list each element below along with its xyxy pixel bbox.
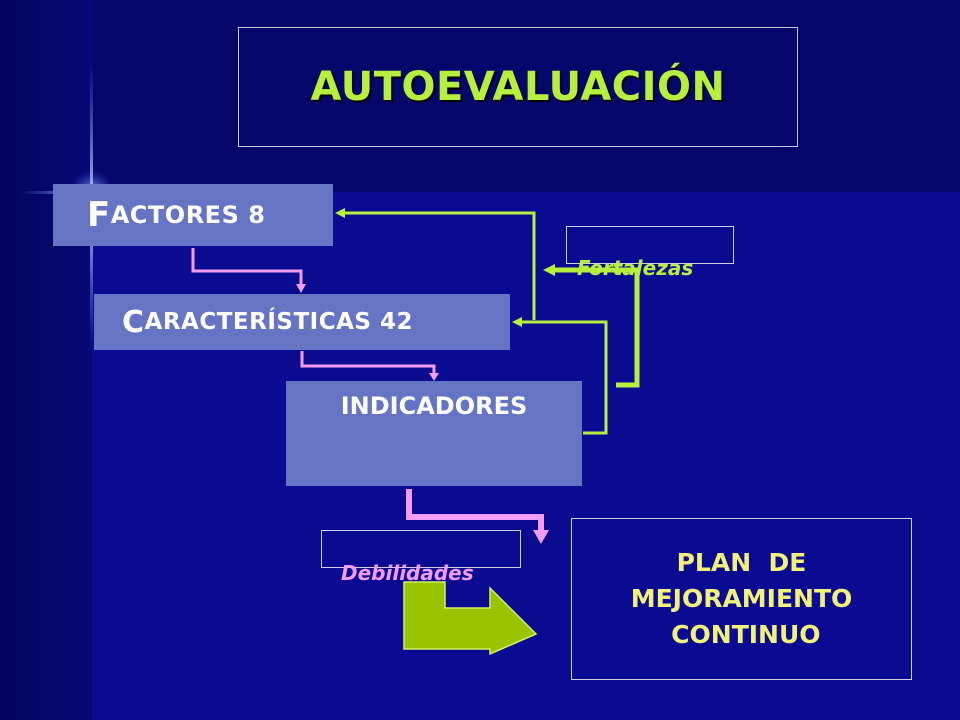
caracteristicas-label: ARACTERÍSTICAS 42 [144, 309, 413, 335]
title-box: AUTOEVALUACIÓN [238, 27, 798, 147]
indicadores-node: INDICADORES [286, 381, 582, 486]
fortalezas-box [566, 226, 734, 264]
big-arrow-to-plan [403, 581, 538, 656]
caracteristicas-initial: C [122, 304, 145, 340]
debilidades-label: Debilidades [341, 561, 474, 585]
arrow-caracteristicas-to-indicadores-head [429, 373, 439, 381]
fortalezas-label: Fortalezas [577, 256, 694, 280]
arrow-fortalezas-loop [555, 267, 640, 388]
arrow-feedback-to-caracteristicas-head [512, 317, 522, 327]
indicadores-label: INDICADORES [340, 392, 528, 420]
plan-de-mejoramiento-box: PLAN DE MEJORAMIENTO CONTINUO [571, 518, 912, 680]
debilidades-box [321, 530, 521, 568]
arrow-factores-to-caracteristicas [191, 248, 303, 284]
plan-line-2: MEJORAMIENTO [630, 584, 853, 613]
plan-line-1: PLAN DE [676, 548, 807, 577]
arrow-indicadores-to-debilidades-head [533, 530, 549, 544]
factores-label: ACTORES 8 [110, 201, 266, 229]
arrow-feedback-to-caracteristicas [522, 320, 608, 435]
background-top-band [92, 0, 960, 192]
plan-line-3: CONTINUO [662, 620, 821, 649]
background-left-band [0, 0, 92, 720]
page-title: AUTOEVALUACIÓN [310, 64, 726, 110]
arrow-indicadores-to-debilidades [406, 489, 544, 530]
arrow-feedback-to-factores [345, 211, 536, 320]
arrow-caracteristicas-to-indicadores [300, 351, 436, 373]
arrow-fortalezas-loop-head [543, 264, 555, 276]
factores-initial: F [87, 195, 111, 235]
arrow-feedback-to-factores-head [335, 208, 345, 218]
arrow-factores-to-caracteristicas-head [296, 284, 306, 293]
